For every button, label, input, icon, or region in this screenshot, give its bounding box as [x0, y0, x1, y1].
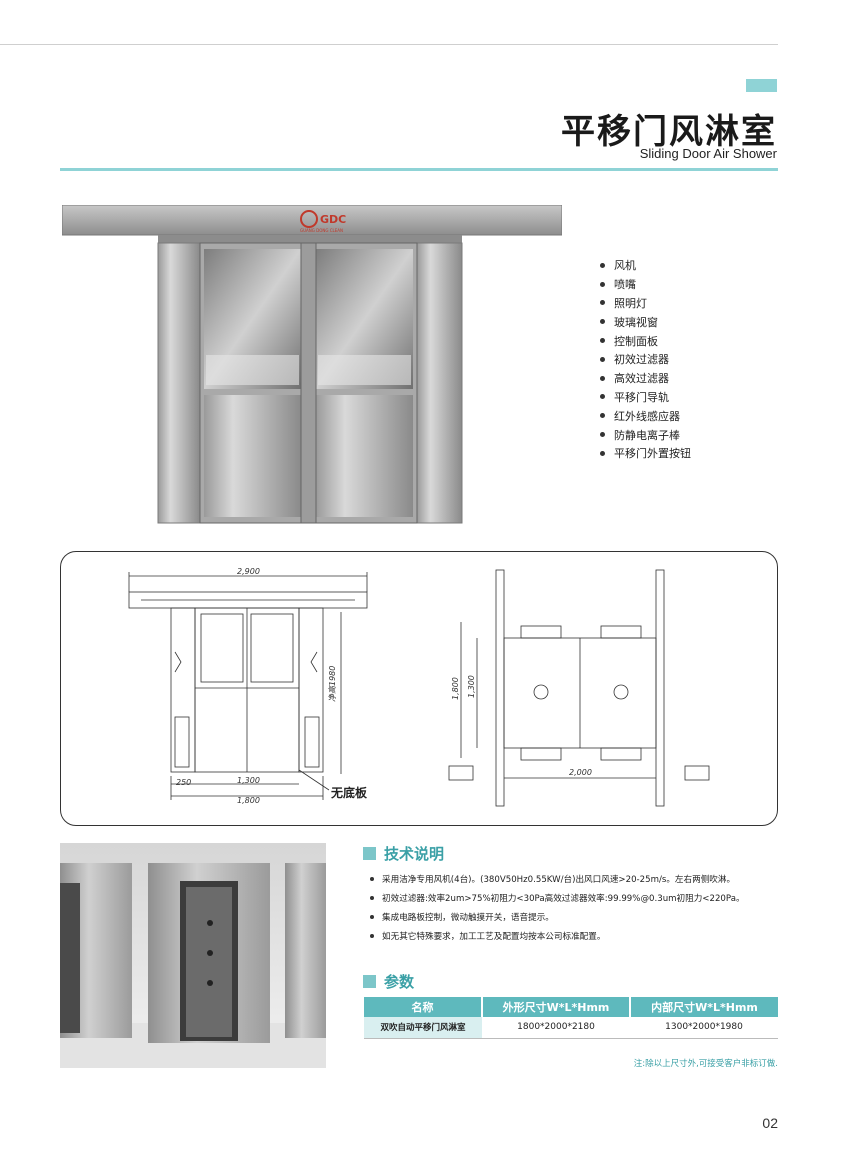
- list-item: 平移门导轨: [600, 388, 691, 407]
- bullet-icon: [600, 413, 605, 419]
- table-cell: 双吹自动平移门风淋室: [364, 1017, 482, 1039]
- installation-photo: [60, 843, 326, 1068]
- bullet-icon: [370, 895, 374, 900]
- list-item: 玻璃视窗: [600, 312, 691, 331]
- logo-text: GDC: [320, 213, 346, 226]
- table-header-row: 名称 外形尺寸W*L*Hmm 内部尺寸W*L*Hmm: [364, 997, 778, 1017]
- list-item: 采用洁净专用风机(4台)。(380V50Hz0.55KW/台)出风口风速>20-…: [370, 869, 780, 888]
- list-item: 防静电离子棒: [600, 425, 691, 444]
- dim-label-1300: 1,300: [237, 776, 260, 785]
- bullet-icon: [600, 394, 605, 400]
- top-rule: [0, 44, 778, 45]
- column-header: 内部尺寸W*L*Hmm: [630, 997, 778, 1017]
- dim-label-1800: 1,800: [237, 796, 260, 805]
- dim-label-plan-1300: 1,300: [467, 675, 476, 698]
- tech-list: 采用洁净专用风机(4台)。(380V50Hz0.55KW/台)出风口风速>20-…: [370, 869, 780, 945]
- dim-label-plan-2000: 2,000: [569, 768, 592, 777]
- list-item: 集成电路板控制，微动触摸开关，语音提示。: [370, 907, 780, 926]
- column-header: 外形尺寸W*L*Hmm: [482, 997, 631, 1017]
- params-section-heading: 参数: [363, 971, 414, 992]
- list-item: 高效过滤器: [600, 369, 691, 388]
- bullet-icon: [600, 450, 605, 456]
- bullet-icon: [600, 281, 605, 287]
- bullet-icon: [600, 375, 605, 381]
- footnote: 注:除以上尺寸外,可接受客户非标订做.: [633, 1059, 778, 1069]
- table-cell: 1800*2000*2180: [482, 1017, 630, 1039]
- logo-icon: [300, 210, 318, 228]
- list-item: 控制面板: [600, 331, 691, 350]
- bullet-icon: [600, 300, 605, 306]
- bullet-icon: [600, 262, 605, 268]
- list-item: 如无其它特殊要求，加工工艺及配置均按本公司标准配置。: [370, 926, 780, 945]
- accent-block: [746, 79, 777, 92]
- page-number: 02: [762, 1115, 778, 1131]
- list-item: 初效过滤器: [600, 350, 691, 369]
- logo-subtext: GUANG DONG CLEAN: [300, 228, 343, 233]
- dim-label-plan-1800: 1,800: [451, 677, 460, 700]
- params-table: 名称 外形尺寸W*L*Hmm 内部尺寸W*L*Hmm 双吹自动平移门风淋室 18…: [364, 997, 778, 1039]
- dim-label-250: 250: [176, 778, 191, 787]
- technical-drawing: 2,900 净高1980 250 1,300 1,800 无底板 1,800 1…: [60, 551, 778, 826]
- table-row: 双吹自动平移门风淋室 1800*2000*2180 1300*2000*1980: [364, 1017, 778, 1039]
- page-title: 平移门风淋室: [561, 112, 777, 152]
- table-cell: 1300*2000*1980: [630, 1017, 778, 1039]
- column-header: 名称: [364, 997, 483, 1017]
- square-icon: [363, 847, 376, 860]
- bullet-icon: [370, 933, 374, 938]
- product-photo: GDC GUANG DONG CLEAN: [62, 205, 562, 524]
- list-item: 红外线感应器: [600, 406, 691, 425]
- bullet-icon: [600, 432, 605, 438]
- feature-list: 风机 喷嘴 照明灯 玻璃视窗 控制面板 初效过滤器 高效过滤器 平移门导轨 红外…: [600, 256, 691, 463]
- list-item: 初效过滤器:效率2um>75%初阻力<30Pa高效过滤器效率:99.99%@0.…: [370, 888, 780, 907]
- bullet-icon: [600, 319, 605, 325]
- label-no-floor: 无底板: [330, 785, 368, 800]
- list-item: 平移门外置按钮: [600, 444, 691, 463]
- square-icon: [363, 975, 376, 988]
- bullet-icon: [600, 338, 605, 344]
- bullet-icon: [370, 914, 374, 919]
- page-subtitle: Sliding Door Air Shower: [639, 146, 777, 161]
- list-item: 喷嘴: [600, 275, 691, 294]
- bullet-icon: [600, 356, 605, 362]
- dim-label-height: 净高1980: [328, 666, 337, 702]
- bullet-icon: [370, 876, 374, 881]
- list-item: 照明灯: [600, 294, 691, 313]
- tech-section-heading: 技术说明: [363, 843, 444, 864]
- dim-label-top: 2,900: [237, 567, 260, 576]
- list-item: 风机: [600, 256, 691, 275]
- title-rule: [60, 168, 778, 171]
